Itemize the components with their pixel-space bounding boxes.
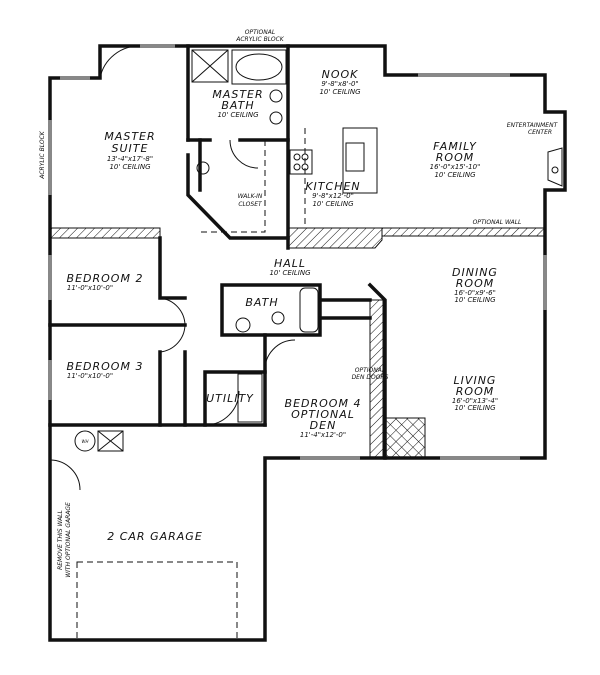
- kitchen-counter-wall: [287, 227, 383, 249]
- den-hatched-wall: [369, 299, 384, 459]
- label-master-suite: MASTER SUITE 13'-4"x17'-8" 10' CEILING: [104, 130, 155, 171]
- label-dining-room: DINING ROOM 16'-0"x9'-6" 10' CEILING: [452, 266, 498, 304]
- svg-text:DEN: DEN: [310, 419, 337, 432]
- windows: [48, 44, 547, 460]
- fireplace-hearth: [384, 417, 426, 459]
- label-bedroom-3: BEDROOM 3 11'-0"x10'-0": [67, 360, 144, 380]
- svg-text:REMOVE THIS WALL: REMOVE THIS WALL: [57, 510, 64, 570]
- label-kitchen: KITCHEN 9'-8"x12'-0" 10' CEILING: [305, 180, 360, 208]
- exterior-wall: [48, 44, 567, 642]
- svg-text:BEDROOM 2: BEDROOM 2: [67, 272, 144, 285]
- svg-text:FAMILY: FAMILY: [433, 140, 477, 153]
- svg-text:OPTIONAL: OPTIONAL: [291, 408, 355, 421]
- svg-text:CENTER: CENTER: [528, 129, 552, 136]
- annotations: OPTIONAL ACRYLIC BLOCK ACRYLIC BLOCK ENT…: [39, 29, 559, 578]
- label-master-bath: MASTER BATH 10' CEILING: [212, 88, 263, 119]
- svg-text:ROOM: ROOM: [456, 385, 494, 398]
- svg-text:16'-0"x15'-10": 16'-0"x15'-10": [430, 163, 481, 171]
- svg-text:16'-0"x9'-6": 16'-0"x9'-6": [454, 289, 496, 297]
- svg-text:BEDROOM 3: BEDROOM 3: [67, 360, 144, 373]
- label-utility: UTILITY: [206, 392, 254, 405]
- svg-text:LIVING: LIVING: [454, 374, 497, 387]
- svg-text:10' CEILING: 10' CEILING: [269, 269, 311, 277]
- svg-text:SUITE: SUITE: [112, 142, 149, 155]
- svg-text:9'-8"x12'-0": 9'-8"x12'-0": [312, 192, 354, 200]
- fixtures: [49, 45, 563, 641]
- svg-text:10' CEILING: 10' CEILING: [312, 200, 354, 208]
- svg-text:11'-0"x10'-0": 11'-0"x10'-0": [67, 284, 113, 292]
- svg-text:CLOSET: CLOSET: [238, 201, 263, 208]
- svg-text:11'-4"x12'-0": 11'-4"x12'-0": [300, 431, 346, 439]
- label-hall: HALL 10' CEILING: [269, 257, 311, 277]
- svg-text:10' CEILING: 10' CEILING: [454, 296, 496, 304]
- svg-text:WH: WH: [82, 439, 89, 444]
- svg-text:13'-4"x17'-8": 13'-4"x17'-8": [107, 155, 153, 163]
- svg-text:MASTER: MASTER: [212, 88, 263, 101]
- svg-text:BATH: BATH: [221, 99, 254, 112]
- svg-text:DEN DOORS: DEN DOORS: [352, 374, 389, 381]
- svg-text:10' CEILING: 10' CEILING: [109, 163, 151, 171]
- label-family-room: FAMILY ROOM 16'-0"x15'-10" 10' CEILING: [430, 140, 481, 179]
- svg-text:11'-0"x10'-0": 11'-0"x10'-0": [67, 372, 113, 380]
- svg-text:OPTIONAL WALL: OPTIONAL WALL: [473, 219, 522, 226]
- svg-text:BEDROOM 4: BEDROOM 4: [285, 397, 362, 410]
- label-nook: NOOK 9'-8"x8'-0" 10' CEILING: [319, 68, 361, 96]
- svg-text:OPTIONAL: OPTIONAL: [355, 367, 385, 374]
- svg-text:10' CEILING: 10' CEILING: [319, 88, 361, 96]
- svg-text:ACRYLIC BLOCK: ACRYLIC BLOCK: [39, 130, 46, 180]
- svg-text:DINING: DINING: [452, 266, 498, 279]
- svg-text:10' CEILING: 10' CEILING: [454, 404, 496, 412]
- svg-text:WALK-IN: WALK-IN: [238, 193, 263, 200]
- svg-text:16'-0"x13'-4": 16'-0"x13'-4": [452, 397, 498, 405]
- svg-text:10' CEILING: 10' CEILING: [434, 171, 476, 179]
- label-garage: 2 CAR GARAGE: [107, 530, 203, 543]
- label-walk-in-closet: WALK-IN CLOSET: [238, 193, 263, 208]
- svg-text:HALL: HALL: [274, 257, 306, 270]
- svg-text:ROOM: ROOM: [456, 277, 494, 290]
- svg-text:MASTER: MASTER: [104, 130, 155, 143]
- label-bedroom-2: BEDROOM 2 11'-0"x10'-0": [67, 272, 144, 292]
- svg-text:NOOK: NOOK: [322, 68, 359, 81]
- label-bath: BATH: [245, 296, 278, 309]
- svg-text:WITH OPTIONAL GARAGE: WITH OPTIONAL GARAGE: [65, 502, 72, 578]
- svg-text:9'-8"x8'-0": 9'-8"x8'-0": [321, 80, 358, 88]
- svg-text:10' CEILING: 10' CEILING: [217, 111, 259, 119]
- svg-text:OPTIONAL: OPTIONAL: [245, 29, 275, 36]
- label-living-room: LIVING ROOM 16'-0"x13'-4" 10' CEILING: [452, 374, 498, 412]
- svg-text:KITCHEN: KITCHEN: [305, 180, 360, 193]
- optional-wall: [381, 227, 546, 237]
- svg-text:ACRYLIC BLOCK: ACRYLIC BLOCK: [235, 36, 285, 43]
- hatched-wall: [49, 227, 161, 239]
- svg-text:ENTERTAINMENT: ENTERTAINMENT: [507, 122, 559, 129]
- label-bedroom-4: BEDROOM 4 OPTIONAL DEN 11'-4"x12'-0": [285, 397, 362, 439]
- svg-text:ROOM: ROOM: [436, 151, 474, 164]
